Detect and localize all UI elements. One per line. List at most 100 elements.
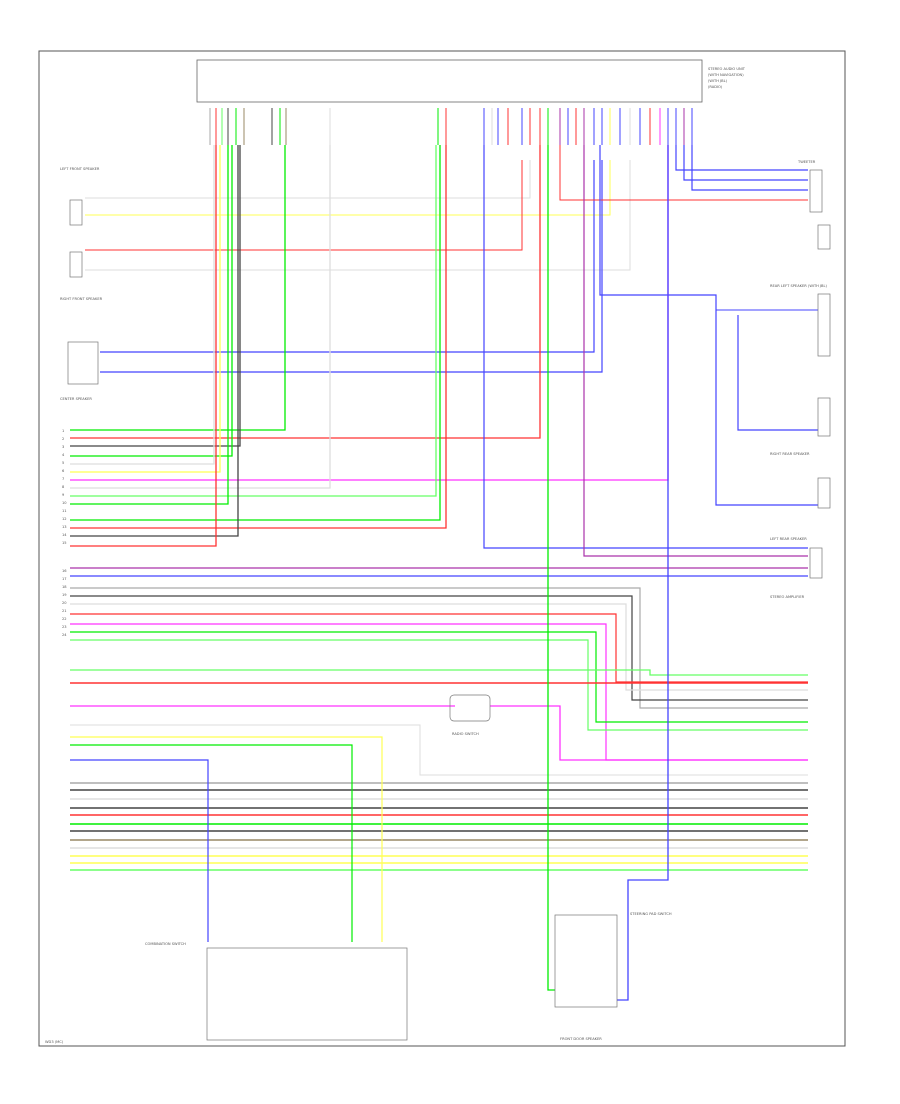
pin-number: 18	[62, 585, 67, 589]
left-rear-speaker-box	[817, 477, 831, 509]
pin-number: 12	[62, 517, 67, 521]
pin-number: 10	[62, 501, 67, 505]
pin-number: 9	[62, 493, 65, 497]
wire-fl-spk	[85, 160, 531, 199]
wire-cs-1	[70, 736, 383, 942]
wire-bus-left	[70, 145, 541, 439]
wire-tw-1	[675, 145, 808, 171]
pin-number: 2	[62, 437, 64, 441]
wire-pad-1	[547, 145, 555, 991]
wire-tw-2	[683, 145, 808, 181]
pin-number: 15	[62, 541, 67, 545]
pin-number: 23	[62, 625, 67, 629]
wire-cs-3	[70, 759, 209, 942]
wire-center-1	[100, 160, 595, 353]
pin-number: 8	[62, 485, 65, 489]
wire-bus-left	[70, 145, 233, 457]
front-left-speaker-box	[69, 199, 83, 226]
rear-left-speaker-box	[817, 293, 831, 357]
diagram-frame	[38, 50, 846, 1047]
wire-bus-left	[70, 145, 437, 497]
pin-number: 3	[62, 445, 64, 449]
wire-mid	[70, 603, 808, 691]
tweeter-box	[809, 169, 823, 213]
label-combination-switch: COMBINATION SWITCH	[145, 942, 186, 946]
center-speaker-box	[67, 341, 99, 385]
pin-number: 1	[62, 429, 64, 433]
pin-number: 22	[62, 617, 67, 621]
wire-cs-2	[70, 744, 353, 942]
pin-number: 24	[62, 633, 67, 637]
wire-fl-spk-2	[85, 160, 611, 216]
label-left-rear: LEFT REAR SPEAKER	[770, 537, 807, 541]
wire-mid	[70, 631, 808, 723]
pin-number: 6	[62, 469, 65, 473]
wire-r1	[70, 669, 808, 676]
wire-bus-left	[70, 145, 239, 537]
steering-pad-box	[554, 914, 618, 1008]
label-center-speaker: CENTER SPEAKER	[60, 397, 92, 401]
wire-bus-left	[70, 145, 241, 447]
wire-center-2	[100, 160, 603, 373]
pin-number: 17	[62, 577, 67, 581]
rear-right-speaker-box	[817, 397, 831, 437]
pin-number: 11	[62, 509, 67, 513]
radio-switch-box	[449, 694, 491, 722]
wire-bus-left	[70, 145, 331, 489]
wire-mid	[70, 595, 808, 701]
pin-number: 21	[62, 609, 67, 613]
label-steering-pad: STEERING PAD SWITCH	[630, 912, 672, 916]
wire-amp-2	[583, 145, 808, 557]
wire-fr-spk-2	[85, 160, 631, 271]
wire-bus-left	[70, 145, 217, 547]
label-rear-right: RIGHT REAR SPEAKER	[770, 452, 810, 456]
pin-number: 7	[62, 477, 64, 481]
wire-rr-1	[737, 315, 818, 431]
title-line-0: STEREO AUDIO UNIT	[708, 67, 746, 71]
title-line-2: (WITH JBL)	[708, 79, 728, 83]
stereo-audio-unit-box	[196, 59, 703, 103]
pin-number: 16	[62, 569, 67, 573]
right-tweeter-box	[817, 224, 831, 250]
combination-switch-box	[206, 947, 408, 1041]
wire-amp-1	[483, 145, 808, 549]
label-stereo-amp: STEREO AMPLIFIER	[770, 595, 805, 599]
stereo-amp-box	[809, 547, 823, 579]
pin-number: 5	[62, 461, 64, 465]
wire-bus-left	[70, 145, 229, 505]
label-front-right-speaker: RIGHT FRONT SPEAKER	[60, 297, 103, 301]
wire-fr-spk	[85, 160, 523, 251]
label-tweeter: TWEETER	[797, 160, 816, 164]
pin-number: 4	[62, 453, 65, 457]
wire-bus-left	[70, 145, 221, 473]
wire-pad-2	[617, 145, 669, 1001]
label-rear-left: REAR LEFT SPEAKER (WITH JBL)	[770, 284, 828, 288]
wire-group	[70, 108, 818, 1001]
label-bottom-left: WD3 (MC)	[45, 1040, 64, 1044]
wire-bus-left	[70, 145, 447, 529]
wire-radio-out	[490, 705, 808, 761]
wire-r3	[70, 724, 808, 776]
label-front-seat: FRONT DOOR SPEAKER	[560, 1037, 602, 1041]
wire-rl-1	[599, 145, 818, 506]
pin-number: 13	[62, 525, 67, 529]
wire-bus-left	[70, 145, 441, 521]
label-front-left-speaker: LEFT FRONT SPEAKER	[60, 167, 100, 171]
title-line-1: (WITH NAVIGATION)	[708, 73, 744, 77]
wire-mid	[70, 639, 808, 731]
wire-mid	[70, 587, 808, 709]
wire-tw-3	[691, 145, 808, 191]
wire-bus-left	[70, 145, 215, 465]
wire-bus-left	[70, 145, 286, 431]
pin-number: 20	[62, 601, 67, 605]
pin-number: 14	[62, 533, 67, 537]
wire-tw-4	[559, 145, 808, 201]
pin-number: 19	[62, 593, 67, 597]
label-radio-switch: RADIO SWITCH	[452, 732, 479, 736]
wire-mid	[70, 613, 808, 683]
wire-mid	[70, 623, 808, 761]
title-line-3: (RADIO)	[708, 85, 723, 89]
